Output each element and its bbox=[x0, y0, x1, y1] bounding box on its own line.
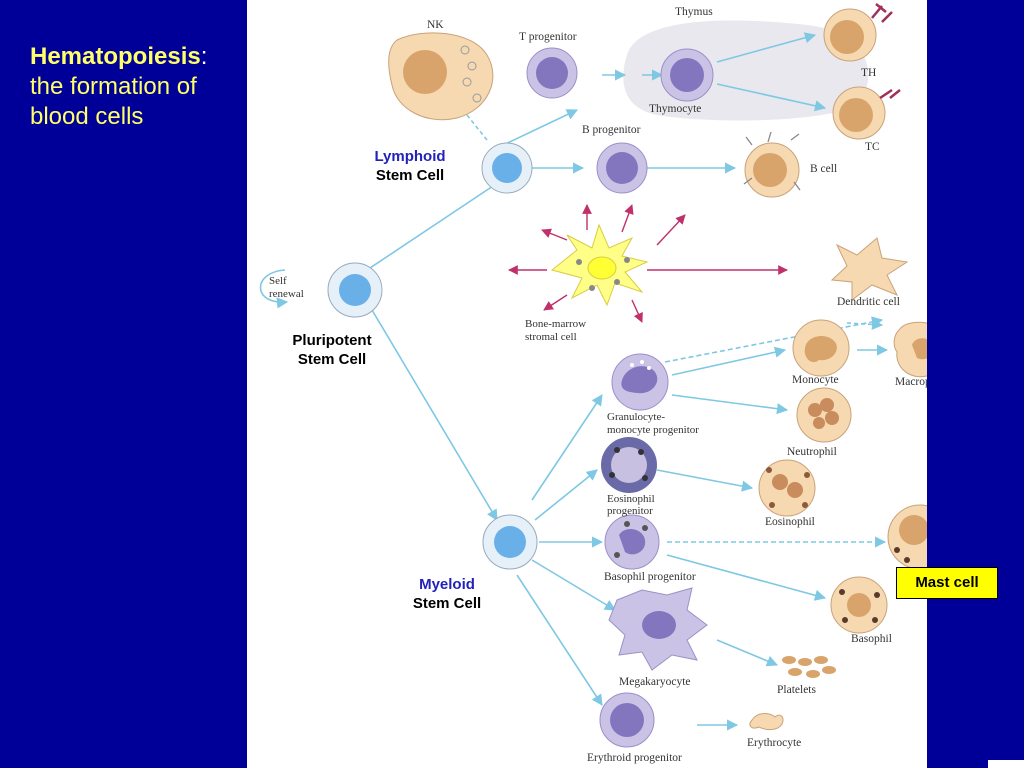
label-basophil-progenitor: Basophil progenitor bbox=[604, 571, 696, 583]
macrophage-cell bbox=[893, 321, 927, 378]
lymphoid-stem-cell bbox=[481, 142, 533, 194]
eosinophil-cell bbox=[758, 459, 816, 517]
label-macrophage: Macrophage bbox=[895, 376, 927, 388]
pluripotent-stem-cell-word: Stem Cell bbox=[297, 351, 367, 368]
title-subtitle: the formation of blood cells bbox=[30, 73, 197, 130]
stromal-cell bbox=[550, 223, 649, 307]
lymphoid-word: Lymphoid bbox=[374, 148, 446, 165]
myeloid-word: Myeloid bbox=[419, 576, 475, 593]
lymphoid-stem-cell-label: Lymphoid Stem Cell bbox=[355, 147, 465, 185]
b-progenitor-cell bbox=[596, 142, 648, 194]
gm-progenitor-cell bbox=[611, 353, 669, 411]
diagram-panel: NK T progenitor Thymus Thymocyte TH TC B… bbox=[247, 0, 927, 768]
label-neutrophil: Neutrophil bbox=[787, 446, 837, 458]
myeloid-stem-cell bbox=[482, 514, 538, 570]
stromal-signal-arrows bbox=[508, 204, 788, 323]
label-erythroid-progenitor: Erythroid progenitor bbox=[587, 752, 682, 764]
label-erythrocyte: Erythrocyte bbox=[747, 737, 801, 749]
label-megakaryocyte: Megakaryocyte bbox=[619, 676, 691, 688]
nk-cell bbox=[388, 32, 494, 121]
erythroid-progenitor-cell bbox=[599, 692, 655, 748]
lymphoid-stem-cell-word: Stem Cell bbox=[375, 167, 445, 184]
label-t-progenitor: T progenitor bbox=[519, 31, 577, 43]
label-platelets: Platelets bbox=[777, 684, 816, 696]
basophil-progenitor-cell bbox=[604, 514, 660, 570]
label-self: Self bbox=[269, 275, 287, 287]
b-cell bbox=[743, 131, 801, 198]
label-eos-prog-2: progenitor bbox=[607, 505, 653, 517]
neutrophil-cell bbox=[796, 387, 852, 443]
label-b-progenitor: B progenitor bbox=[582, 124, 641, 136]
label-monocyte: Monocyte bbox=[792, 374, 839, 386]
platelets bbox=[782, 656, 836, 678]
eosinophil-progenitor-cell bbox=[601, 437, 657, 493]
mast-cell-image bbox=[887, 504, 927, 570]
label-nk: NK bbox=[427, 19, 444, 31]
pluripotent-stem-cell bbox=[327, 262, 383, 318]
label-basophil: Basophil bbox=[851, 633, 892, 645]
label-renewal: renewal bbox=[269, 288, 304, 300]
label-thymus: Thymus bbox=[675, 6, 713, 18]
corner-mark bbox=[988, 760, 1024, 768]
erythrocyte-cell bbox=[749, 713, 784, 731]
label-gm-2: monocyte progenitor bbox=[607, 424, 699, 436]
pluripotent-word: Pluripotent bbox=[292, 332, 372, 349]
hematopoiesis-diagram: NK T progenitor Thymus Thymocyte TH TC B… bbox=[259, 3, 927, 764]
monocyte-cell bbox=[792, 319, 850, 377]
slide-title: Hematopoiesis: the formation of blood ce… bbox=[30, 42, 245, 132]
myeloid-stem-cell-word: Stem Cell bbox=[412, 595, 482, 612]
label-dendritic: Dendritic cell bbox=[837, 296, 900, 308]
megakaryocyte-cell bbox=[608, 587, 708, 671]
label-thymocyte: Thymocyte bbox=[649, 103, 701, 115]
tc-cell bbox=[832, 86, 901, 140]
thymocyte-cell bbox=[660, 48, 714, 102]
label-th: TH bbox=[861, 67, 876, 79]
label-stromal-1: Bone-marrow bbox=[525, 318, 586, 330]
label-eos-prog-1: Eosinophil bbox=[607, 493, 655, 505]
myeloid-stem-cell-label: Myeloid Stem Cell bbox=[392, 575, 502, 613]
basophil-cell bbox=[830, 576, 888, 634]
label-eosinophil: Eosinophil bbox=[765, 516, 815, 528]
dendritic-cell bbox=[830, 237, 909, 301]
label-stromal-2: stromal cell bbox=[525, 331, 577, 343]
t-progenitor-cell bbox=[526, 47, 578, 99]
pluripotent-stem-cell-label: Pluripotent Stem Cell bbox=[268, 331, 396, 369]
title-colon: : bbox=[200, 43, 208, 70]
label-tc: TC bbox=[865, 141, 880, 153]
label-b-cell: B cell bbox=[810, 163, 837, 175]
title-bold: Hematopoiesis bbox=[30, 43, 201, 70]
label-gm-1: Granulocyte- bbox=[607, 411, 665, 423]
mast-cell-label: Mast cell bbox=[896, 567, 998, 599]
th-cell bbox=[823, 3, 893, 62]
